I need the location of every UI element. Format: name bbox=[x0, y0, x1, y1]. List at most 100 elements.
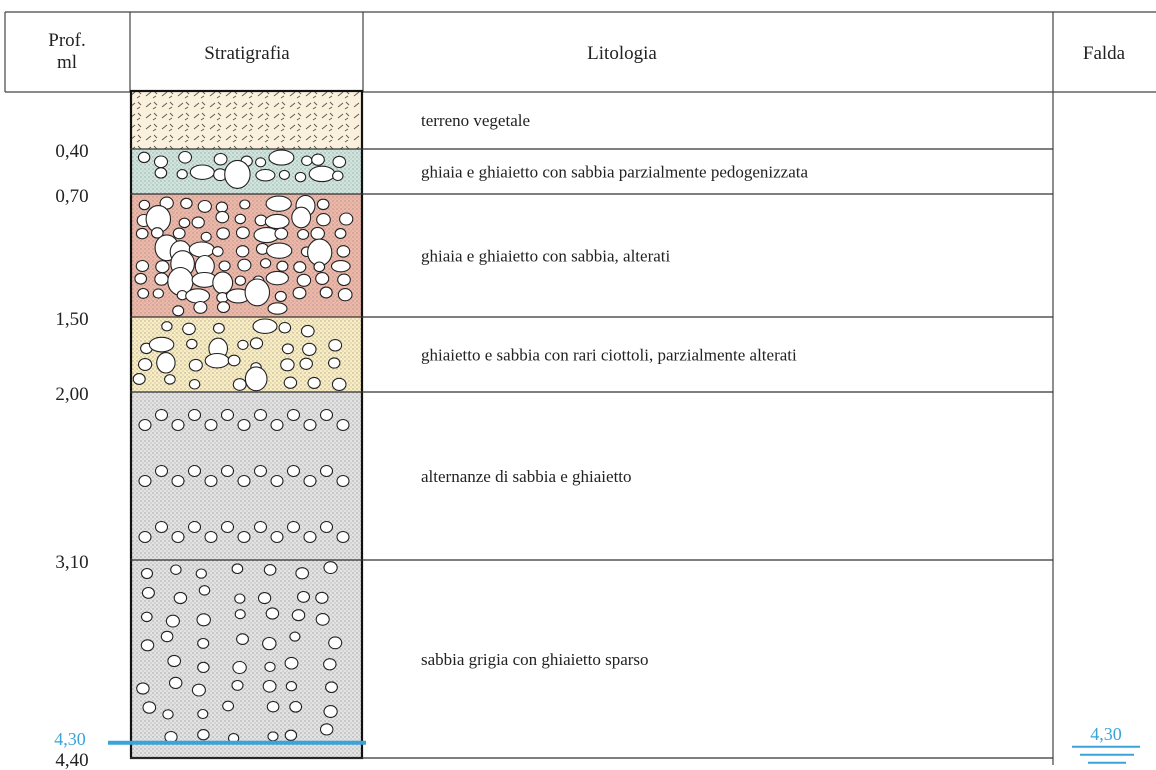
pebble bbox=[148, 336, 175, 353]
pebble bbox=[319, 723, 334, 736]
pebble bbox=[336, 418, 350, 432]
pebble bbox=[262, 636, 277, 651]
pebble bbox=[316, 198, 330, 211]
pebble bbox=[197, 637, 210, 649]
pebble bbox=[162, 709, 174, 720]
pebble bbox=[292, 286, 307, 300]
pebble bbox=[239, 199, 251, 210]
pebble bbox=[266, 242, 293, 259]
pebble bbox=[156, 352, 176, 374]
pebble bbox=[186, 338, 198, 350]
pebble bbox=[328, 636, 343, 650]
pebble bbox=[161, 321, 173, 332]
pebble bbox=[270, 418, 284, 432]
pebble bbox=[187, 464, 202, 478]
pebble bbox=[334, 228, 347, 239]
pebble bbox=[319, 520, 334, 534]
pebble bbox=[150, 227, 164, 239]
pebble bbox=[244, 278, 271, 307]
pebble bbox=[237, 418, 251, 432]
pebble bbox=[137, 151, 151, 164]
pebble bbox=[265, 270, 289, 286]
pebble bbox=[188, 241, 215, 258]
header-depth-line1: Prof. bbox=[48, 30, 85, 51]
pebble bbox=[289, 700, 303, 713]
pebble bbox=[232, 660, 247, 675]
depth-label: 3,10 bbox=[55, 552, 88, 573]
pebble bbox=[253, 520, 268, 534]
pebble bbox=[284, 729, 298, 741]
pebble bbox=[204, 418, 218, 432]
pebble bbox=[286, 520, 301, 534]
pebble bbox=[315, 272, 330, 285]
strat-layer bbox=[131, 317, 362, 392]
pebble bbox=[244, 366, 268, 392]
pebble bbox=[262, 679, 277, 693]
pebble bbox=[315, 613, 330, 626]
lithology-label: ghiaietto e sabbia con rari ciottoli, pa… bbox=[421, 346, 797, 365]
pebble bbox=[176, 169, 188, 180]
strat-layer bbox=[131, 392, 362, 560]
water-table: 4,30 4,30 bbox=[54, 724, 1140, 764]
pebble bbox=[325, 681, 338, 694]
pebble bbox=[153, 155, 169, 169]
pebble bbox=[259, 258, 272, 269]
pebble bbox=[291, 206, 312, 229]
pebble bbox=[257, 592, 272, 605]
pebble bbox=[237, 530, 251, 544]
pebble bbox=[171, 474, 185, 488]
pebble bbox=[327, 357, 341, 369]
pebble bbox=[235, 226, 250, 240]
pebble bbox=[197, 729, 210, 741]
pebble bbox=[220, 520, 235, 534]
pebble bbox=[289, 631, 301, 642]
pebble bbox=[303, 474, 317, 488]
pebble bbox=[227, 354, 241, 367]
strat-layer bbox=[131, 560, 362, 758]
pebble bbox=[154, 520, 169, 534]
pebble bbox=[136, 682, 150, 695]
pebble bbox=[284, 656, 299, 670]
pebble bbox=[268, 149, 295, 166]
pebble bbox=[264, 213, 290, 230]
lithology-label: terreno vegetale bbox=[421, 111, 530, 130]
pebble bbox=[323, 658, 337, 671]
pebble bbox=[140, 567, 154, 580]
pebble bbox=[281, 343, 294, 355]
falda-depth-label: 4,30 bbox=[1090, 724, 1122, 744]
pebble bbox=[265, 195, 292, 212]
header-litologia: Litologia bbox=[587, 43, 657, 64]
pebble bbox=[263, 564, 277, 576]
pebble bbox=[234, 275, 247, 286]
pebble bbox=[200, 231, 212, 242]
pebble bbox=[212, 322, 225, 334]
pebble bbox=[331, 377, 347, 392]
vegetal-hatch bbox=[131, 91, 362, 149]
pebble bbox=[237, 474, 251, 488]
pebble bbox=[178, 150, 193, 164]
pebble bbox=[160, 630, 174, 643]
pebble bbox=[152, 288, 164, 299]
pebble bbox=[195, 568, 207, 579]
pebble bbox=[193, 300, 208, 314]
pebble bbox=[323, 561, 338, 575]
pebble bbox=[224, 159, 251, 189]
pebble bbox=[267, 731, 279, 742]
pebble bbox=[270, 474, 284, 488]
pebble bbox=[189, 164, 215, 180]
depth-labels: 0,400,701,502,003,104,40 bbox=[55, 141, 88, 770]
pebble bbox=[138, 418, 152, 432]
pebble bbox=[301, 155, 313, 167]
pebble bbox=[332, 155, 347, 169]
pebble bbox=[204, 530, 218, 544]
pebble bbox=[319, 464, 334, 478]
depth-label: 4,40 bbox=[55, 750, 88, 770]
pebble bbox=[336, 245, 351, 258]
pebble bbox=[283, 376, 298, 389]
pebble bbox=[253, 464, 268, 478]
pebble bbox=[234, 609, 246, 620]
pebble bbox=[220, 464, 235, 478]
pebble bbox=[187, 520, 202, 534]
water-table-depth-label: 4,30 bbox=[54, 729, 86, 749]
pebble bbox=[255, 168, 276, 182]
